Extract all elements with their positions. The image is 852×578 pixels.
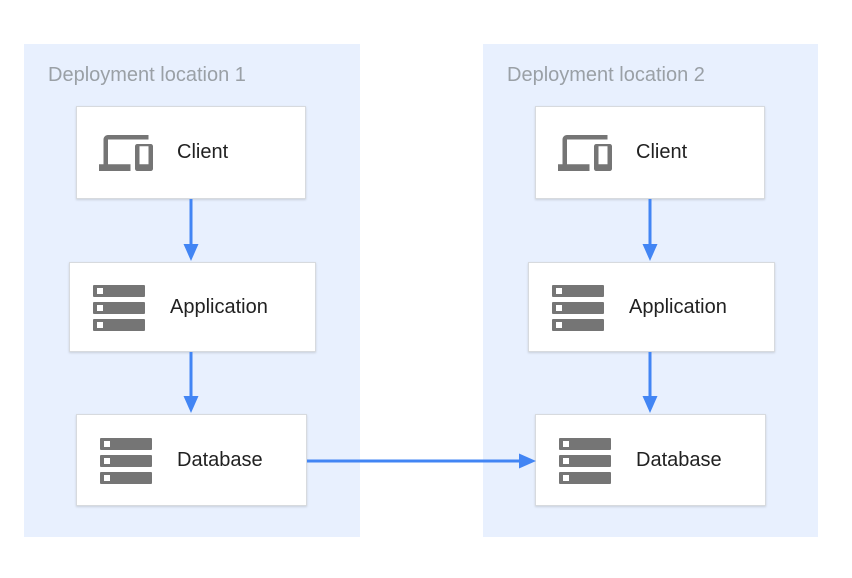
node-label: Application — [629, 295, 727, 318]
devices-icon — [558, 126, 612, 180]
node-label: Client — [636, 141, 688, 163]
node-label: Application — [170, 295, 268, 318]
panel-title-1: Deployment location 1 — [48, 64, 246, 86]
server-stack-icon — [92, 283, 146, 331]
panel-title-2: Deployment location 2 — [507, 64, 705, 86]
server-stack-icon — [99, 436, 153, 484]
node-client-2: Client — [535, 106, 765, 199]
node-database-1: Database — [76, 414, 307, 506]
server-stack-icon — [558, 436, 612, 484]
node-application-1: Application — [69, 262, 316, 352]
devices-icon — [99, 126, 153, 180]
node-database-2: Database — [535, 414, 766, 506]
node-label: Client — [177, 141, 229, 163]
server-stack-icon — [551, 283, 605, 331]
node-label: Database — [636, 448, 722, 471]
node-label: Database — [177, 448, 263, 471]
node-application-2: Application — [528, 262, 775, 352]
node-client-1: Client — [76, 106, 306, 199]
